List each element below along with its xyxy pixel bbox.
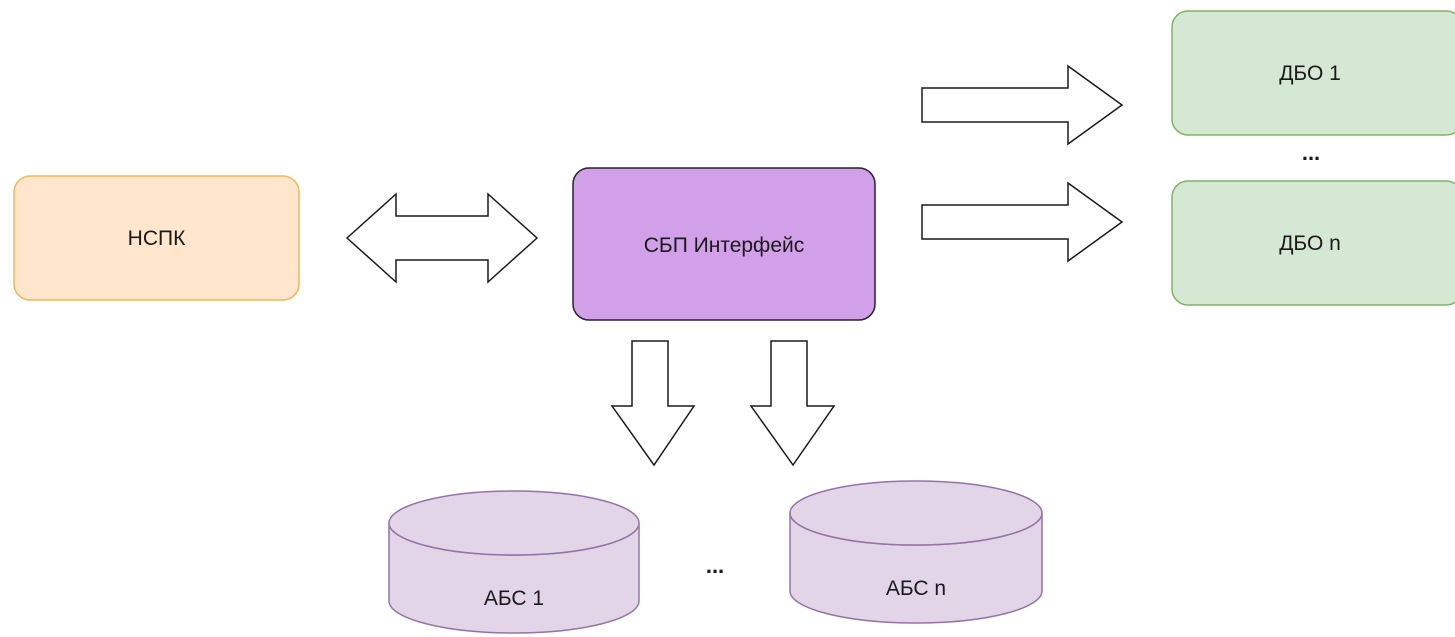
node-abs-n-label: АБС n: [886, 577, 946, 600]
node-sbp-interface-label: СБП Интерфейс: [644, 234, 805, 257]
node-dbo-1: ДБО 1: [1171, 10, 1455, 136]
node-sbp-interface-box: [572, 167, 876, 321]
node-abs-1-label: АБС 1: [484, 587, 544, 610]
dbo-ellipsis: ...: [1302, 140, 1320, 165]
arrow-sbp-abs1: [610, 340, 696, 467]
node-dbo-1-box: [1171, 10, 1455, 136]
node-nspk-label: НСПК: [128, 227, 186, 250]
node-nspk: НСПК: [13, 175, 300, 301]
node-abs-1-cylinder-top: [388, 490, 640, 556]
node-dbo-n-box: [1171, 180, 1455, 306]
abs-ellipsis: ...: [706, 553, 724, 578]
node-sbp-interface: СБП Интерфейс: [572, 167, 876, 321]
arrow-sbp-dbon: [921, 181, 1124, 263]
node-abs-1: АБС 1: [388, 490, 640, 634]
node-dbo-1-label: ДБО 1: [1279, 62, 1341, 85]
arrow-nspk-sbp: [345, 192, 539, 284]
node-dbo-n: ДБО n: [1171, 180, 1455, 306]
node-nspk-box: [13, 175, 300, 301]
arrow-sbp-dbo1: [921, 64, 1124, 146]
node-abs-n-cylinder-top: [789, 480, 1043, 546]
arrow-sbp-absn: [749, 340, 836, 467]
node-dbo-n-label: ДБО n: [1279, 232, 1341, 255]
node-abs-n: АБС n: [789, 480, 1043, 624]
